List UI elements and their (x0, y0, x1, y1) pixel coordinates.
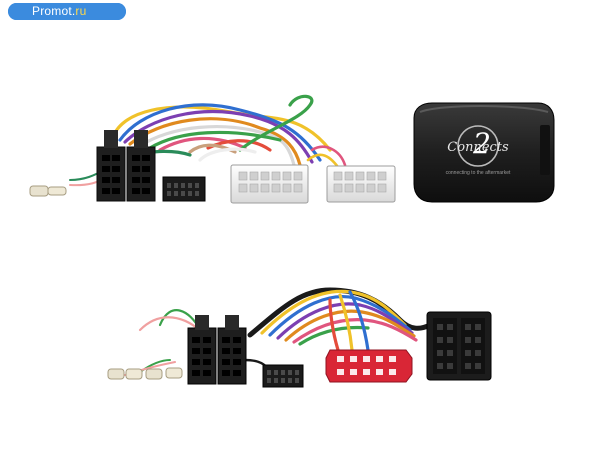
red-connector (325, 349, 413, 383)
site-watermark-overlay: Promot.ru (8, 3, 126, 20)
interface-module: 2 Connects connecting to the aftermarket (413, 102, 555, 203)
spade-terminals-top (29, 185, 67, 197)
black-plug-bottom (262, 364, 304, 388)
iso-connector-black-left (96, 130, 126, 202)
watermark-tld-overlay: ru (75, 4, 87, 18)
brand-name: Connects (447, 140, 509, 155)
iso-connector-black-right (126, 130, 156, 202)
white-connector-right (326, 165, 396, 203)
iso-connector-black-female (426, 311, 492, 381)
brand-numeral: 2 (472, 127, 491, 160)
bottom-harness (107, 287, 492, 388)
top-harness (29, 94, 396, 204)
black-plug-small (162, 176, 206, 202)
white-connector-left (230, 164, 309, 204)
spade-terminals-bottom (107, 367, 183, 380)
iso-connector-black-bottom-left (187, 315, 217, 385)
iso-connector-black-bottom-right (217, 315, 247, 385)
brand-tagline: connecting to the aftermarket (446, 170, 511, 176)
brand-ring (457, 125, 499, 167)
watermark-site-overlay: Promot. (32, 4, 76, 18)
